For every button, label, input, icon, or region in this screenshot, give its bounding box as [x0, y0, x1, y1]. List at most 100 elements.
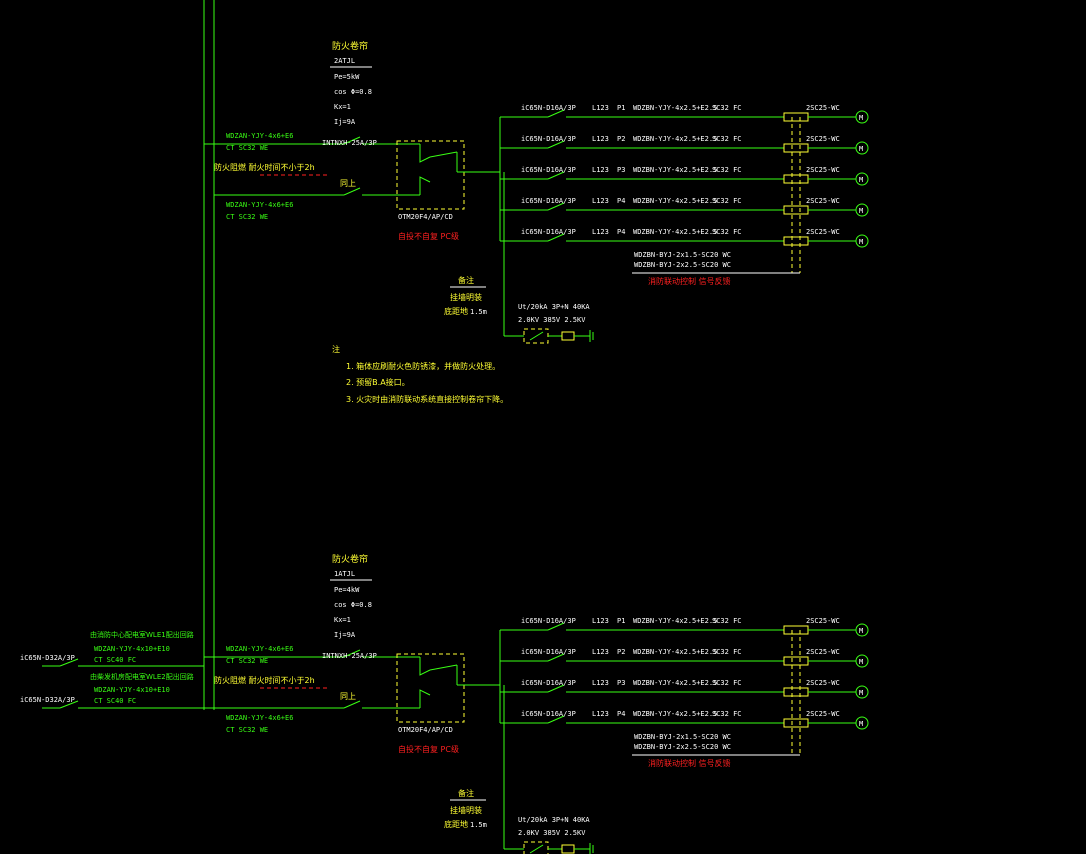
junction-box	[783, 656, 809, 666]
panel-param: cos Φ=0.8	[334, 601, 372, 609]
spd-switch	[529, 331, 544, 341]
circuit-phase: L123	[592, 679, 609, 687]
motor-label: M	[859, 627, 863, 635]
feeder-2-conduit: CT SC32 WE	[226, 213, 268, 221]
spd-element	[561, 331, 575, 341]
panel-code: 1ATJL	[334, 570, 355, 578]
circuit-breaker: iC65N-D16A/3P	[521, 617, 576, 625]
motor-label: M	[859, 658, 863, 666]
motor-icon	[855, 654, 869, 668]
circuit-end: 2SC25-WC	[806, 679, 840, 687]
motor-label: M	[859, 689, 863, 697]
circuit-id: P4	[617, 197, 625, 205]
feeder-2-switch	[343, 187, 361, 196]
junction-box	[783, 143, 809, 153]
feeder-2-conduit: CT SC32 WE	[226, 726, 268, 734]
ats-box	[396, 140, 465, 210]
feeder-1-cable: WDZAN-YJY-4x6+E6	[226, 645, 293, 653]
feeder-1-switch	[343, 136, 361, 145]
junction-box	[783, 718, 809, 728]
panel-param: Kx=1	[334, 103, 351, 111]
circuit-switch	[547, 202, 565, 211]
junction-box	[783, 236, 809, 246]
circuit-id: P1	[617, 104, 625, 112]
circuit-phase: L123	[592, 228, 609, 236]
circuit-cable: WDZBN-YJY-4x2.5+E2.5	[633, 710, 717, 718]
incoming-2-breaker: iC65N-D32A/3P	[20, 696, 75, 704]
ats-model: OTM20F4/AP/CD	[398, 726, 453, 734]
motor-label: M	[859, 207, 863, 215]
circuit-cable: WDZBN-YJY-4x2.5+E2.5	[633, 135, 717, 143]
circuit-id: P1	[617, 617, 625, 625]
ctrl-line-2: WDZBN-BYJ-2x2.5-SC20 WC	[634, 743, 731, 751]
ats-contact	[419, 144, 431, 163]
panel-param: Pe=4kW	[334, 586, 360, 594]
ats-contact	[419, 657, 431, 676]
circuit-switch	[547, 140, 565, 149]
circuit-cable: WDZBN-YJY-4x2.5+E2.5	[633, 617, 717, 625]
circuit-id: P4	[617, 228, 625, 236]
junction-box	[783, 205, 809, 215]
ats-note: 自投不自复 PC级	[398, 231, 459, 241]
circuit-switch	[547, 109, 565, 118]
spd-switch	[529, 844, 544, 854]
panel-param: Kx=1	[334, 616, 351, 624]
main-breaker: INTNXH-25A/3P	[322, 652, 377, 660]
motor-label: M	[859, 720, 863, 728]
incoming-2-conduit: CT SC40 FC	[94, 697, 136, 705]
circuit-breaker: iC65N-D16A/3P	[521, 648, 576, 656]
feeder-1-cable: WDZAN-YJY-4x6+E6	[226, 132, 293, 140]
circuit-switch	[547, 653, 565, 662]
circuit-switch	[547, 171, 565, 180]
circuit-end: 2SC25-WC	[806, 197, 840, 205]
circuit-phase: L123	[592, 166, 609, 174]
circuit-cable: WDZBN-YJY-4x2.5+E2.5	[633, 679, 717, 687]
circuit-end: 2SC25-WC	[806, 166, 840, 174]
circuit-conduit: SC32 FC	[712, 710, 742, 718]
circuit-conduit: SC32 FC	[712, 104, 742, 112]
motor-icon	[855, 203, 869, 217]
circuit-end: 2SC25-WC	[806, 710, 840, 718]
incoming-2-desc: 由柴发机房配电室WLE2配出回路	[90, 672, 194, 681]
circuit-end: 2SC25-WC	[806, 104, 840, 112]
circuit-conduit: SC32 FC	[712, 166, 742, 174]
spare-label: 同上	[340, 179, 356, 188]
circuit-cable: WDZBN-YJY-4x2.5+E2.5	[633, 166, 717, 174]
install-height-label: 底距地	[444, 819, 468, 829]
circuit-phase: L123	[592, 135, 609, 143]
junction-box	[783, 174, 809, 184]
incoming-feeders: iC65N-D32A/3P 由消防中心配电室WLE1配出回路 WDZAN-YJY…	[20, 630, 214, 709]
feeder-1-conduit: CT SC32 WE	[226, 144, 268, 152]
circuit-phase: L123	[592, 648, 609, 656]
notes-block: 注 1. 箱体应刷耐火色防锈漆，并做防火处理。 2. 预留B.A接口。 3. 火…	[332, 344, 508, 404]
main-breaker: INTNXH-25A/3P	[322, 139, 377, 147]
ctrl-note: 消防联动控制 信号反馈	[648, 758, 731, 768]
circuit-cable: WDZBN-YJY-4x2.5+E2.5	[633, 197, 717, 205]
motor-label: M	[859, 238, 863, 246]
circuit-switch	[547, 622, 565, 631]
install-mode: 挂墙明装	[450, 805, 482, 815]
motor-label: M	[859, 176, 863, 184]
motor-label: M	[859, 145, 863, 153]
circuit-cable: WDZBN-YJY-4x2.5+E2.5	[633, 104, 717, 112]
circuit-conduit: SC32 FC	[712, 228, 742, 236]
circuit-conduit: SC32 FC	[712, 648, 742, 656]
note-2: 2. 预留B.A接口。	[346, 377, 410, 387]
incoming-1-conduit: CT SC40 FC	[94, 656, 136, 664]
incoming-1-cable: WDZAN-YJY-4x10+E10	[94, 645, 170, 653]
feeder-2-cable: WDZAN-YJY-4x6+E6	[226, 201, 293, 209]
circuit-breaker: iC65N-D16A/3P	[521, 197, 576, 205]
spare-label: 同上	[340, 692, 356, 701]
circuit-breaker: iC65N-D16A/3P	[521, 104, 576, 112]
panel-param: Pe=5kW	[334, 73, 360, 81]
circuit-id: P3	[617, 679, 625, 687]
circuit-end: 2SC25-WC	[806, 135, 840, 143]
circuit-breaker: iC65N-D16A/3P	[521, 710, 576, 718]
note-3: 3. 火灾时由消防联动系统直接控制卷帘下降。	[346, 394, 508, 404]
ats-contact	[419, 689, 431, 708]
fire-note: 防火阻燃 耐火时间不小于2h	[214, 675, 315, 685]
circuit-end: 2SC25-WC	[806, 648, 840, 656]
spd-model: Ut/20kA 3P+N 40KA	[518, 303, 590, 311]
install-top: 备注	[458, 275, 474, 285]
